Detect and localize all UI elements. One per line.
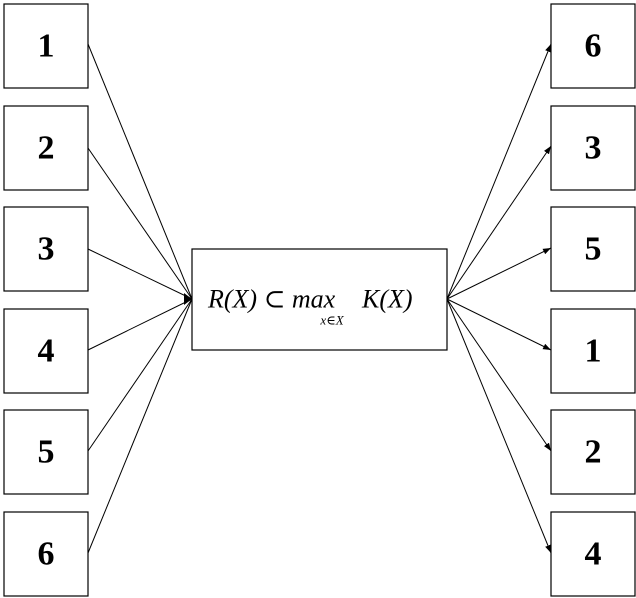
- output-link-2: [446, 145, 552, 300]
- right-column: 6 3 5 1 2 4: [550, 3, 636, 597]
- right-box-label: 4: [585, 536, 602, 573]
- left-box-label: 4: [38, 333, 55, 370]
- right-box-1: 6: [550, 3, 636, 89]
- right-box-label: 5: [585, 231, 602, 268]
- output-link-1: [446, 43, 552, 300]
- output-link-3: [446, 247, 552, 300]
- left-box-label: 3: [38, 231, 55, 268]
- left-box-label: 2: [38, 130, 55, 167]
- left-box-6: 6: [3, 511, 89, 597]
- formula-right: K(X): [361, 285, 413, 314]
- output-link-6: [446, 298, 552, 554]
- right-box-4: 1: [550, 308, 636, 394]
- left-column: 1 2 3 4 5 6: [3, 3, 89, 597]
- right-box-5: 2: [550, 409, 636, 495]
- input-arrowhead: [184, 293, 192, 305]
- left-box-1: 1: [3, 3, 89, 89]
- input-links: [87, 43, 193, 554]
- input-link-4: [87, 298, 193, 351]
- right-box-6: 4: [550, 511, 636, 597]
- left-box-4: 4: [3, 308, 89, 394]
- left-box-label: 1: [38, 28, 55, 65]
- input-link-5: [87, 298, 193, 452]
- right-box-label: 3: [585, 130, 602, 167]
- input-link-2: [87, 147, 193, 300]
- right-box-label: 2: [585, 434, 602, 471]
- output-link-5: [446, 298, 552, 452]
- right-box-3: 5: [550, 206, 636, 292]
- left-box-label: 5: [38, 434, 55, 471]
- formula-left: R(X) ⊂ max: [207, 285, 336, 314]
- left-box-2: 2: [3, 105, 89, 191]
- left-box-3: 3: [3, 206, 89, 292]
- left-box-5: 5: [3, 409, 89, 495]
- output-links: [446, 43, 552, 554]
- right-box-label: 6: [585, 28, 602, 65]
- input-link-1: [87, 43, 193, 300]
- input-link-3: [87, 248, 193, 300]
- right-box-label: 1: [585, 333, 602, 370]
- input-link-6: [87, 298, 193, 554]
- output-link-4: [446, 298, 552, 351]
- center-box: R(X) ⊂ max K(X) x∈X: [191, 248, 448, 351]
- left-box-label: 6: [38, 536, 55, 573]
- formula-subscript: x∈X: [319, 313, 344, 328]
- right-box-2: 3: [550, 105, 636, 191]
